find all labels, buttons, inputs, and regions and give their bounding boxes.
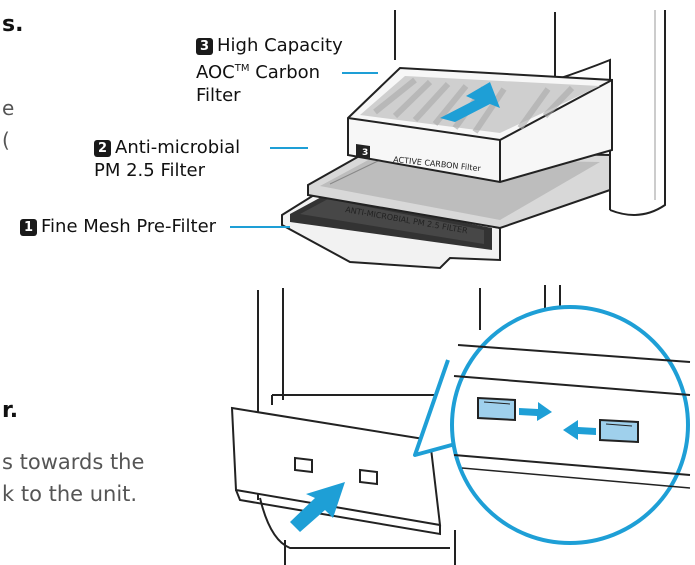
- magnified-view: [415, 307, 690, 543]
- door-panel: [232, 408, 440, 534]
- callout-3-line-2-main: AOC: [196, 62, 235, 83]
- number-badge-2: 2: [94, 140, 111, 157]
- callout-1-line-1: Fine Mesh Pre-Filter: [41, 216, 216, 237]
- carbon-filter-number: 3: [362, 148, 368, 158]
- callout-3-line-2-rest: Carbon: [249, 62, 320, 83]
- callout-3-line-1: High Capacity: [217, 35, 343, 56]
- callout-2-line-2: PM 2.5 Filter: [94, 159, 240, 182]
- number-badge-1: 1: [20, 219, 37, 236]
- trademark-mark: TM: [235, 63, 250, 74]
- callout-2-line-1: Anti-microbial: [115, 137, 240, 158]
- number-badge-3: 3: [196, 38, 213, 55]
- callout-3-line-3: Filter: [196, 84, 343, 107]
